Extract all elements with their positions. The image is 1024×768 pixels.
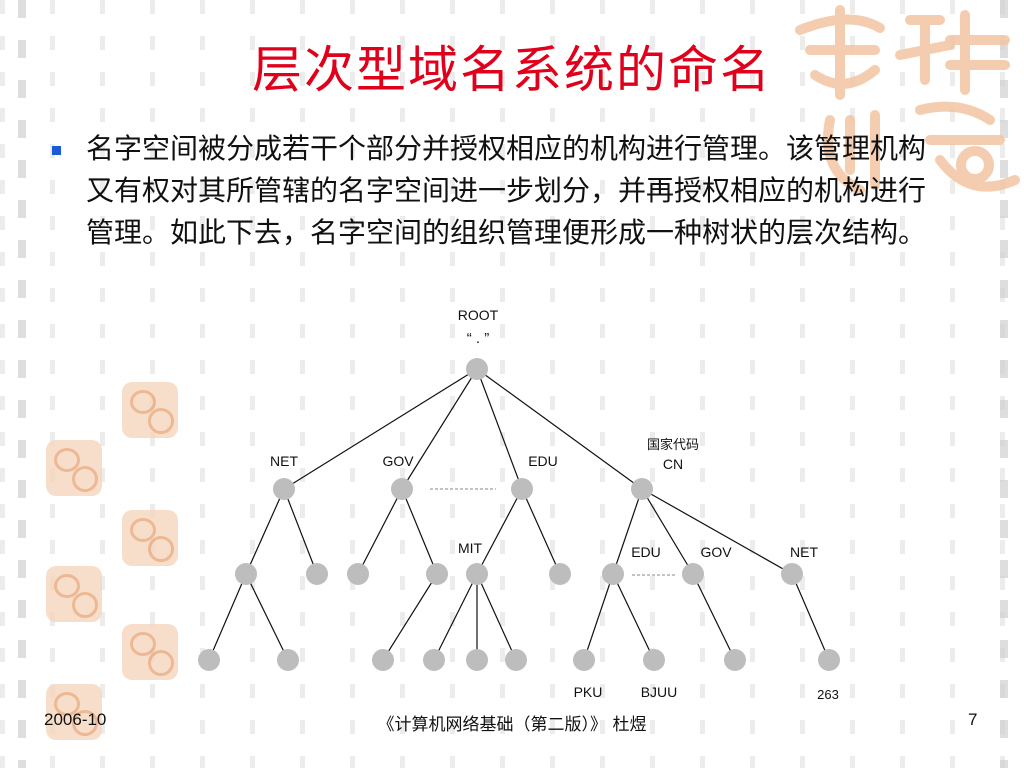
edge-root-net bbox=[283, 368, 478, 490]
tree-nodes bbox=[198, 358, 840, 671]
node-root bbox=[466, 358, 488, 380]
edge-gov-l bbox=[357, 488, 403, 575]
brand-logo-watermark bbox=[795, 5, 1020, 195]
right-decor-rail bbox=[1000, 0, 1008, 768]
node-leaf-bjuu bbox=[643, 649, 665, 671]
node-net bbox=[273, 478, 295, 500]
edge-leaf-6 bbox=[476, 573, 517, 661]
node-gov bbox=[391, 478, 413, 500]
node-leaf-pku bbox=[573, 649, 595, 671]
label-edu: EDU bbox=[528, 453, 558, 469]
decor-stamp-2 bbox=[46, 440, 102, 496]
edge-leaf-1 bbox=[208, 573, 247, 661]
decor-stamp-3 bbox=[122, 510, 178, 566]
label-cn: CN bbox=[663, 456, 683, 472]
edge-root-gov bbox=[401, 368, 478, 490]
edge-root-edu bbox=[476, 368, 523, 490]
edge-leaf-pku bbox=[583, 573, 614, 661]
footer-course-title: 《计算机网络基础（第二版）》 杜煜 bbox=[377, 715, 647, 735]
decor-stamp-4 bbox=[46, 566, 102, 622]
label-root-dot: “ . ” bbox=[467, 330, 490, 347]
edge-edu-r bbox=[521, 488, 561, 575]
edge-leaf-3 bbox=[382, 573, 438, 661]
node-l2-1 bbox=[235, 563, 257, 585]
node-leaf-gov-child bbox=[724, 649, 746, 671]
label-bjuu: BJUU bbox=[641, 684, 678, 700]
node-mit bbox=[466, 563, 488, 585]
node-l2-4 bbox=[426, 563, 448, 585]
edge-leaf-263 bbox=[791, 573, 830, 661]
label-mit: MIT bbox=[458, 540, 483, 556]
node-leaf-3 bbox=[372, 649, 394, 671]
label-root: ROOT bbox=[458, 307, 499, 323]
node-cn-edu bbox=[602, 563, 624, 585]
node-l2-3 bbox=[347, 563, 369, 585]
node-edu bbox=[511, 478, 533, 500]
node-cn-gov bbox=[682, 563, 704, 585]
node-leaf-5 bbox=[466, 649, 488, 671]
bullet-square-icon bbox=[52, 146, 61, 155]
left-decor-rail bbox=[18, 0, 26, 768]
edge-cn-gov bbox=[641, 488, 694, 575]
label-263: 263 bbox=[817, 687, 839, 702]
edge-leaf-2 bbox=[245, 573, 289, 661]
node-l2-2 bbox=[306, 563, 328, 585]
slide-title: 层次型域名系统的命名 bbox=[252, 41, 772, 99]
edge-root-cn bbox=[476, 368, 643, 490]
label-country-code: 国家代码 bbox=[647, 437, 699, 453]
edge-cn-net bbox=[641, 488, 793, 575]
node-cn bbox=[631, 478, 653, 500]
edge-leaf-4 bbox=[433, 573, 478, 661]
label-cn-edu: EDU bbox=[631, 544, 661, 560]
label-net: NET bbox=[270, 453, 298, 469]
edge-gov-r bbox=[401, 488, 438, 575]
node-leaf-263 bbox=[818, 649, 840, 671]
label-gov: GOV bbox=[382, 453, 414, 469]
slide-body-text: 名字空间被分成若干个部分并授权相应的机构进行管理。该管理机构又有权对其所管辖的名… bbox=[86, 132, 927, 249]
edge-net-l bbox=[245, 488, 285, 575]
dashed-connectors bbox=[430, 488, 675, 576]
edge-leaf-bjuu bbox=[612, 573, 655, 661]
label-pku: PKU bbox=[574, 684, 603, 700]
tree-labels: ROOT “ . ” NET GOV EDU 国家代码 CN MIT EDU G… bbox=[270, 307, 839, 702]
node-l2-6 bbox=[549, 563, 571, 585]
node-leaf-1 bbox=[198, 649, 220, 671]
decor-stamp-5 bbox=[122, 624, 178, 680]
footer-page-number: 7 bbox=[968, 710, 978, 729]
label-cn-gov: GOV bbox=[700, 544, 732, 560]
node-leaf-6 bbox=[505, 649, 527, 671]
decor-stamp-1 bbox=[122, 382, 178, 438]
edge-net-r bbox=[283, 488, 318, 575]
edge-leaf-gov-child bbox=[692, 573, 736, 661]
footer-date: 2006-10 bbox=[44, 710, 107, 729]
edge-cn-edu bbox=[612, 488, 643, 575]
edge-edu-mit bbox=[476, 488, 523, 575]
decor-stamp-6 bbox=[46, 684, 102, 740]
node-leaf-4 bbox=[423, 649, 445, 671]
label-cn-net: NET bbox=[790, 544, 818, 560]
node-cn-net bbox=[781, 563, 803, 585]
node-leaf-2 bbox=[277, 649, 299, 671]
tree-edges bbox=[208, 368, 830, 661]
